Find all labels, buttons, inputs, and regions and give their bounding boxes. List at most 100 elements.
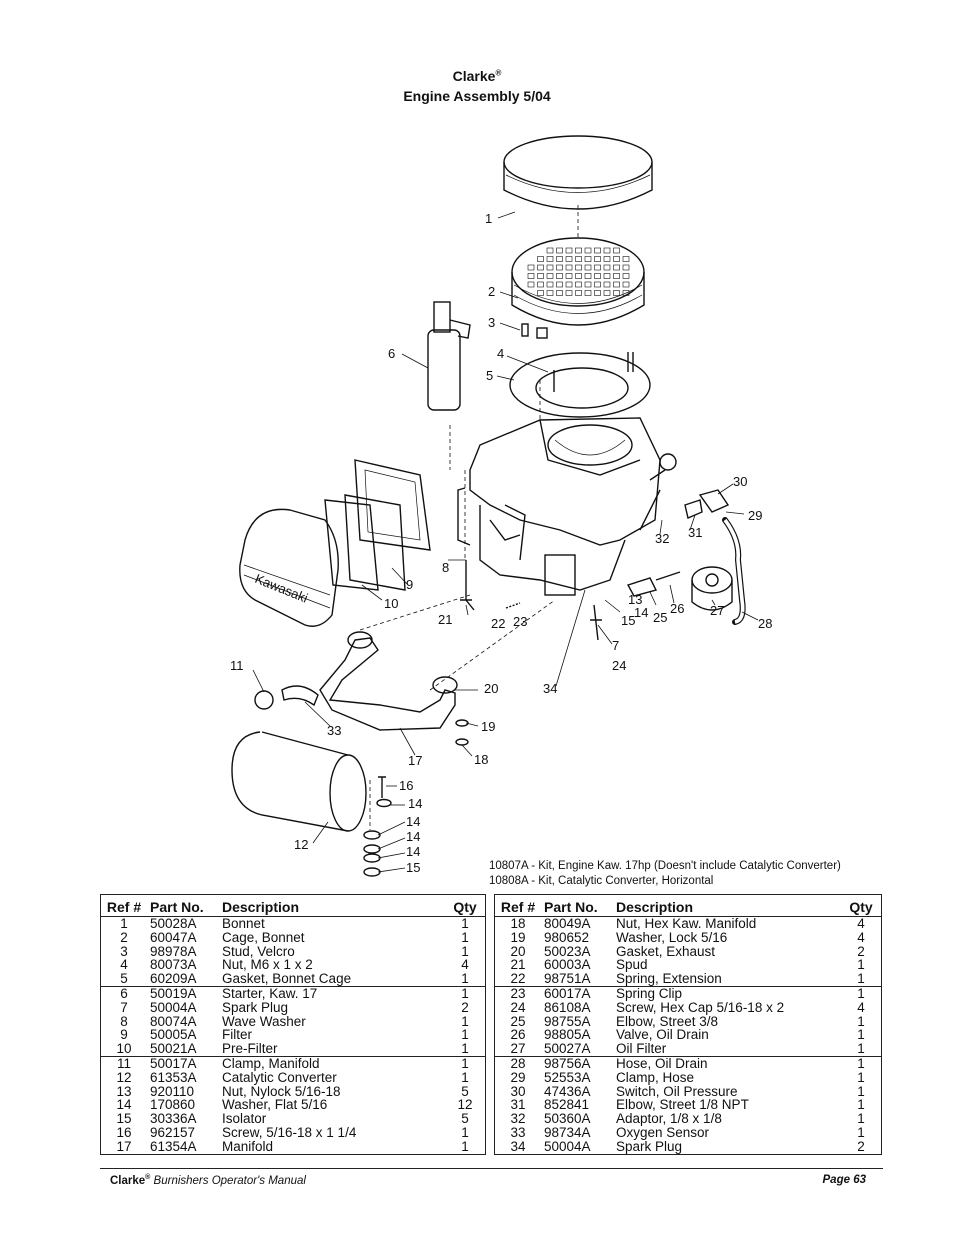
cell-ref: 34 <box>510 1138 526 1154</box>
cell-part: 50004A <box>150 999 197 1015</box>
cell-qty: 1 <box>857 1027 865 1043</box>
cell-qty: 1 <box>857 957 865 973</box>
callout: 8 <box>442 560 449 575</box>
cell-ref: 18 <box>510 916 526 931</box>
cell-ref: 22 <box>510 971 526 987</box>
cell-ref: 19 <box>510 929 526 945</box>
callout: 11 <box>230 658 244 673</box>
cell-part: 47436A <box>544 1083 591 1099</box>
cell-part: 60017A <box>541 985 613 1001</box>
cell-part: 50023A <box>544 943 591 959</box>
cell-qty: 2 <box>461 999 469 1015</box>
cell-desc: Isolator <box>222 1111 267 1127</box>
cell-ref: 15 <box>116 1111 132 1127</box>
col-qty: Qty <box>841 894 882 917</box>
cell-qty: 1 <box>857 1124 865 1140</box>
part-catalytic-converter <box>231 731 367 832</box>
cell-part: 170860 <box>150 1097 196 1113</box>
cell-ref: 24 <box>510 999 526 1015</box>
part-bonnet-cage <box>511 237 645 326</box>
cell-qty: 1 <box>461 1027 469 1043</box>
cell-desc: Nut, Hex Kaw. Manifold <box>616 916 757 931</box>
part-starter <box>427 301 471 411</box>
cell-qty: 1 <box>461 929 469 945</box>
cell-part: 60047A <box>150 929 197 945</box>
callout-labels: 1 2 3 4 5 6 30 29 31 32 8 9 10 13 14 25 … <box>230 211 772 875</box>
cell-ref: 29 <box>510 1069 526 1085</box>
callout: 23 <box>513 614 527 629</box>
cell-part: 52553A <box>544 1069 591 1085</box>
cell-qty: 1 <box>857 971 865 987</box>
callout: 30 <box>733 474 747 489</box>
cell-desc: Gasket, Bonnet Cage <box>222 971 352 987</box>
cell-part: 60209A <box>150 971 197 987</box>
cell-desc: Manifold <box>222 1138 274 1154</box>
cell-part: 80073A <box>150 957 197 973</box>
cell-desc: Starter, Kaw. 17 <box>219 985 445 1001</box>
cell-ref: 3 <box>120 943 128 959</box>
cell-qty: 2 <box>857 1138 865 1154</box>
cell-part: 980652 <box>544 929 590 945</box>
cell-qty: 1 <box>461 1124 469 1140</box>
part-filter <box>344 459 431 591</box>
cell-qty: 5 <box>461 1083 469 1099</box>
svg-text:Kawasaki: Kawasaki <box>253 571 310 606</box>
cell-part: 61354A <box>150 1138 197 1154</box>
cell-part: 50027A <box>544 1041 591 1057</box>
callout: 2 <box>488 284 495 299</box>
callout: 9 <box>406 577 413 592</box>
footer-page-number: Page 63 <box>822 1174 866 1186</box>
cell-part: 61353A <box>150 1069 197 1085</box>
cell-part: 50019A <box>147 985 219 1001</box>
cell-ref: 21 <box>510 957 526 973</box>
cell-ref: 23 <box>494 985 541 1001</box>
cell-qty: 1 <box>841 1055 882 1071</box>
cell-qty: 1 <box>461 1138 469 1154</box>
cell-desc: Washer, Lock 5/16 <box>616 929 728 945</box>
cell-part: 60003A <box>544 957 591 973</box>
cell-part: 50360A <box>544 1111 591 1127</box>
callout: 16 <box>399 778 413 793</box>
callout: 22 <box>491 616 505 631</box>
cell-ref: 2 <box>120 929 128 945</box>
kit-notes: 10807A - Kit, Engine Kaw. 17hp (Doesn't … <box>489 859 841 889</box>
callout: 4 <box>497 346 504 361</box>
cell-desc: Nut, Nylock 5/16-18 <box>222 1083 341 1099</box>
cell-part: 50021A <box>150 1041 197 1057</box>
callout: 7 <box>612 638 619 653</box>
callout: 29 <box>748 508 762 523</box>
callout: 15 <box>621 613 635 628</box>
callout: 13 <box>628 592 642 607</box>
callout: 21 <box>438 612 452 627</box>
cell-qty: 1 <box>461 971 469 987</box>
cell-part: 50004A <box>544 1138 591 1154</box>
cell-qty: 12 <box>457 1097 473 1113</box>
cell-ref: 7 <box>120 999 128 1015</box>
col-part: Part No. <box>147 894 219 917</box>
callout: 34 <box>543 681 557 696</box>
footer-divider <box>100 1168 883 1169</box>
cell-ref: 14 <box>116 1097 132 1113</box>
cell-qty: 1 <box>857 1097 865 1113</box>
cell-part: 852841 <box>544 1097 590 1113</box>
cell-qty: 1 <box>857 1111 865 1127</box>
cell-part: 80074A <box>150 1013 197 1029</box>
cell-desc: Catalytic Converter <box>222 1069 337 1085</box>
cell-qty: 1 <box>461 1013 469 1029</box>
cell-part: 920110 <box>150 1083 195 1099</box>
cell-part: 98734A <box>544 1124 591 1140</box>
col-qty: Qty <box>445 894 486 917</box>
callout: 20 <box>484 681 498 696</box>
cell-ref: 1 <box>120 916 128 931</box>
cell-desc: Spring Clip <box>613 985 841 1001</box>
cell-part: 50005A <box>150 1027 197 1043</box>
